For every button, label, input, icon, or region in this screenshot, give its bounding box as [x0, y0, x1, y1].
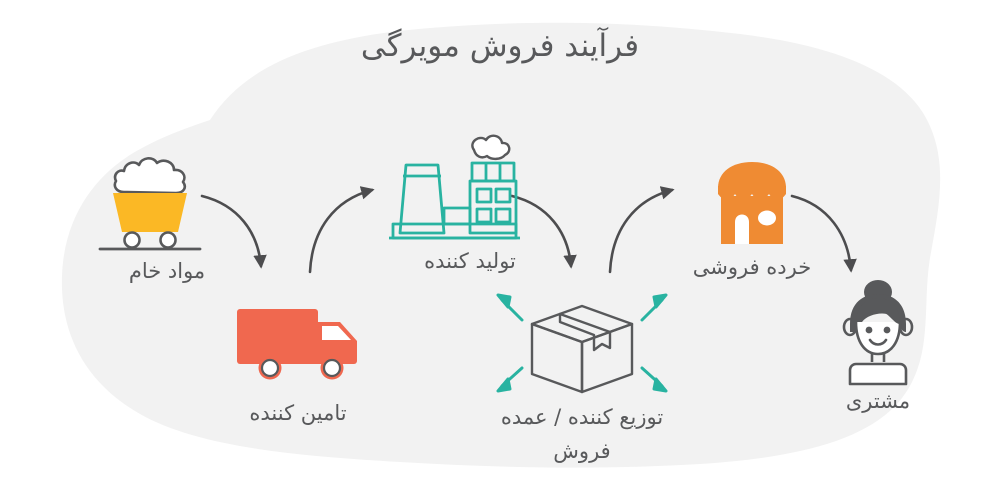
flow-node-label-supplier: تامین کننده — [249, 401, 347, 425]
flow-node-manufacturer[interactable]: تولید کننده — [370, 128, 570, 288]
flow-node-label-manufacturer: تولید کننده — [424, 249, 516, 273]
flow-node-label-raw-material: مواد خام — [128, 259, 206, 283]
arrow-retail-to-customer — [790, 194, 857, 273]
mine-cart-icon — [98, 157, 202, 251]
storefront-icon — [718, 162, 786, 244]
page-title: فرآیند فروش مویرگی — [360, 28, 640, 64]
arrow-supplier-to-maker — [308, 186, 375, 274]
factory-icon — [389, 134, 520, 240]
flow-node-label-distributor: توزیع کننده / عمده فروش — [462, 400, 702, 468]
flow-node-supplier[interactable]: تامین کننده — [198, 298, 398, 438]
flow-node-label-distributor-line2: فروش — [553, 439, 611, 463]
arrow-up-left — [496, 293, 524, 322]
arrow-up-right — [640, 293, 668, 322]
customer-avatar-icon — [842, 280, 914, 386]
flow-node-label-customer: مشتری — [845, 389, 911, 413]
arrow-down-left — [496, 366, 524, 393]
flow-node-customer[interactable]: مشتری — [788, 278, 968, 428]
arrow-maker-to-distributor — [510, 194, 577, 269]
flow-node-raw-material[interactable]: مواد خام — [72, 148, 262, 298]
flow-node-retail[interactable]: خرده فروشی — [652, 152, 852, 292]
flow-node-distributor[interactable]: توزیع کننده / عمده فروش — [462, 282, 702, 472]
flow-node-label-retail: خرده فروشی — [692, 255, 812, 279]
package-box-distribution-icon — [496, 293, 668, 394]
arrow-down-right — [640, 366, 668, 393]
flow-node-label-distributor-line1: توزیع کننده / عمده — [500, 405, 664, 429]
arrow-raw-to-supplier — [200, 194, 267, 269]
delivery-truck-icon — [237, 309, 357, 380]
arrow-distributor-to-retail — [608, 186, 675, 274]
